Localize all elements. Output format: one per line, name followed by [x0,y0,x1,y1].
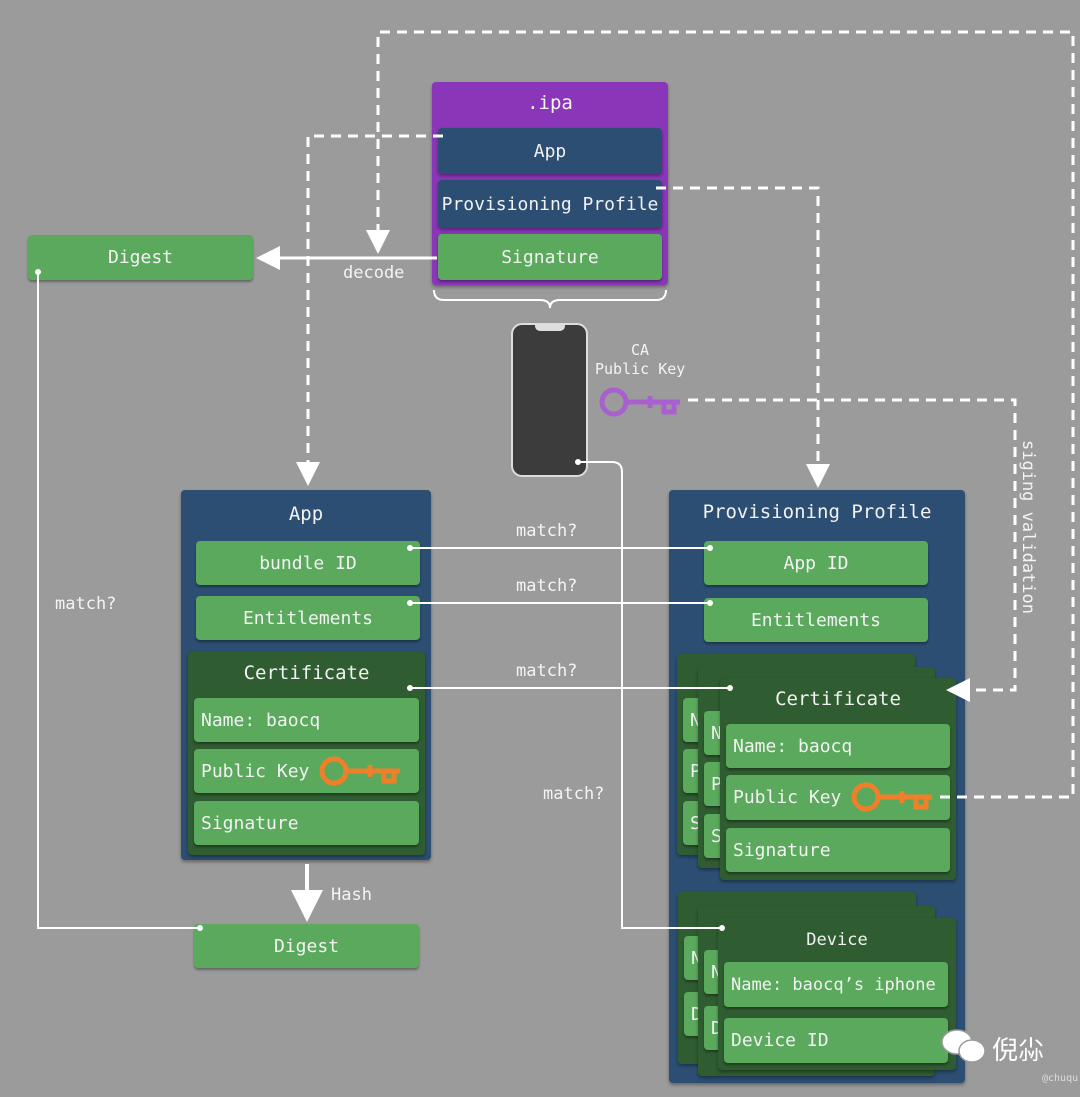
dash-ca-to-cert [688,398,1017,702]
profile-entitlements: Entitlements [704,598,928,642]
device-name: Name: baocq’s iphone [724,962,948,1007]
watermark-handle: @chuqu [1042,1073,1079,1084]
app-cert-name: Name: baocq [194,698,419,742]
profile-box: Provisioning Profile App ID Entitlements… [669,490,965,1083]
device-id: Device ID [724,1018,948,1063]
app-box: App bundle ID Entitlements Certificate N… [181,490,431,860]
app-bundle-id: bundle ID [196,541,420,585]
profile-title: Provisioning Profile [702,501,932,523]
app-key-icon [319,756,400,786]
ipa-brace [433,289,667,309]
profile-cert-name: Name: baocq [726,724,950,768]
dash-pubkey-to-signature [366,30,1075,799]
public-key-label: Public Key [733,787,842,808]
public-key-label: Public Key [201,760,310,782]
device-title: Device [806,930,868,950]
hash-label: Hash [331,885,372,905]
ipa-app: App [438,128,662,174]
wechat-icon [941,1029,986,1063]
profile-key-icon [851,782,932,812]
decode-label: decode [343,263,405,283]
digest-match-line [37,272,200,929]
app-cert-signature: Signature [194,801,419,845]
ca-label-2: Public Key [595,360,686,378]
profile-device: Device Name: baocq’s iphone Device ID [718,918,956,1070]
app-title: App [288,503,324,525]
ca-label-1: CA [631,341,650,359]
profile-certificate: Certificate Name: baocq Public Key Signa… [720,678,956,880]
app-certificate: Certificate Name: baocq Public Key Signa… [188,652,425,855]
profile-cert-title: Certificate [775,688,901,710]
match-label-certificate: match? [516,661,578,681]
match-label-entitlements: match? [516,576,578,596]
dash-app-to-app [296,134,443,486]
digest-bottom: Digest [194,924,419,968]
match-label-bundle: match? [516,521,578,541]
app-entitlements: Entitlements [196,596,420,640]
app-cert-public-key: Public Key [194,749,419,793]
match-label-digest: match? [55,594,117,614]
ipa-provisioning-profile: Provisioning Profile [438,180,662,228]
app-cert-title: Certificate [243,662,370,684]
device-match-line [578,461,722,929]
profile-app-id: App ID [704,541,928,585]
ipa-package: .ipa App Provisioning Profile Signature [432,82,668,285]
dash-profile-to-profile [656,186,830,488]
iphone-icon [511,323,588,477]
profile-cert-signature: Signature [726,828,950,872]
ipa-title: .ipa [527,92,573,114]
ipa-signature: Signature [438,234,662,280]
digest-top: Digest [28,235,253,280]
watermark-name: 倪尛 [992,1036,1045,1066]
ca-key-icon [599,387,680,417]
match-label-device: match? [543,784,605,804]
